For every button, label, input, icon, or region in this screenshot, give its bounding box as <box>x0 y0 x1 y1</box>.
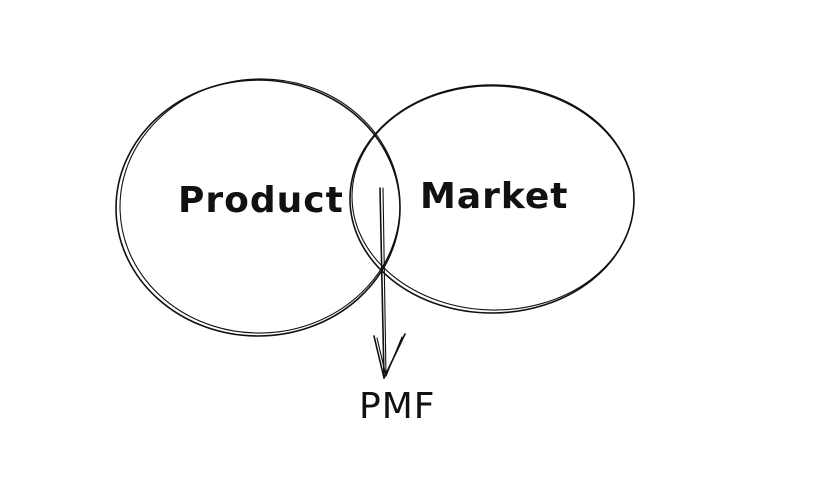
product-circle <box>115 78 401 337</box>
pmf-label: PMF <box>359 386 436 427</box>
market-label: Market <box>420 176 569 217</box>
market-circle <box>349 84 635 314</box>
arrow-down-icon <box>373 187 406 379</box>
product-label: Product <box>178 180 344 221</box>
